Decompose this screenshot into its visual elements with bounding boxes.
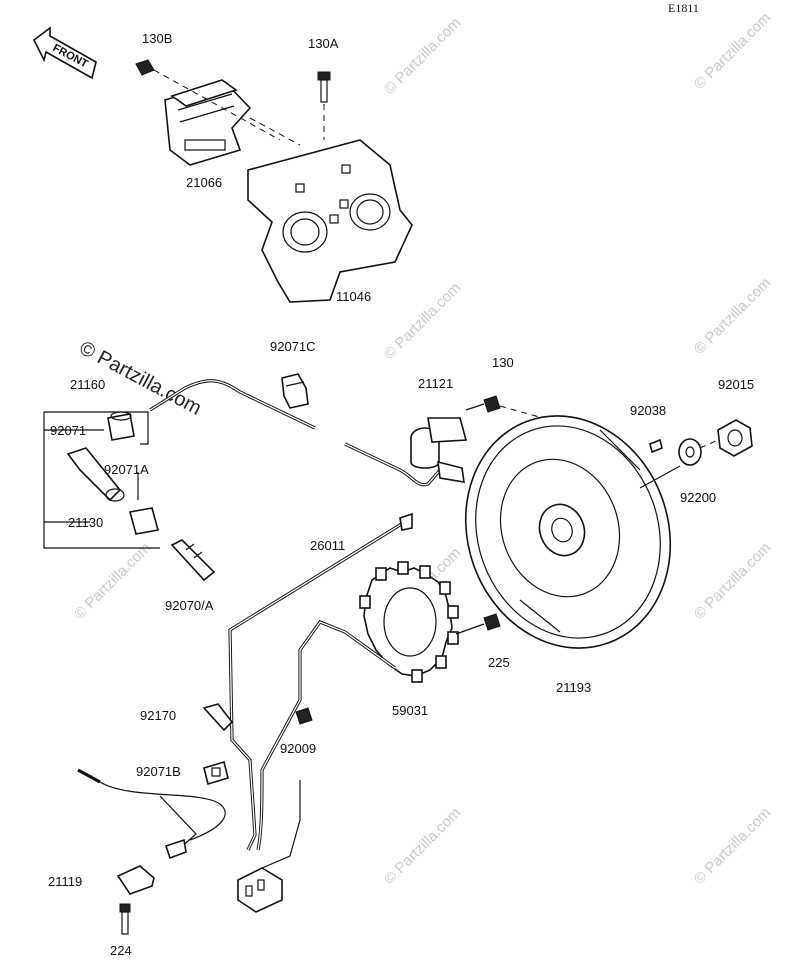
label-92009: 92009 xyxy=(280,741,316,756)
label-21160: 21160 xyxy=(70,377,105,392)
label-92071: 92071 xyxy=(50,423,86,438)
watermark: © Partzilla.com xyxy=(691,9,774,92)
label-130: 130 xyxy=(492,355,514,370)
front-arrow-icon: FRONT xyxy=(32,26,97,80)
label-224: 224 xyxy=(110,943,132,958)
label-92015: 92015 xyxy=(718,377,754,392)
label-26011: 26011 xyxy=(310,538,345,553)
label-92070a: 92070/A xyxy=(165,598,214,613)
bracket-11046 xyxy=(247,139,413,303)
label-21121: 21121 xyxy=(418,376,453,391)
watermark: © Partzilla.com xyxy=(691,274,774,357)
seal-92071a-icon xyxy=(128,507,160,535)
label-21066: 21066 xyxy=(186,175,222,190)
cap-92071-icon xyxy=(107,411,135,441)
plug-cap-21130-icon xyxy=(66,447,125,502)
ignition-coil-21121 xyxy=(410,417,468,483)
ht-lead-21160 xyxy=(149,379,442,487)
watermark: © Partzilla.com xyxy=(691,539,774,622)
diagram-code: E1811 xyxy=(668,1,699,15)
label-92071c: 92071C xyxy=(270,339,316,354)
label-225: 225 xyxy=(488,655,510,670)
bolt-225-icon xyxy=(455,613,501,635)
watermark: © Partzilla.com xyxy=(691,804,774,887)
label-11046: 11046 xyxy=(336,289,371,304)
label-92170: 92170 xyxy=(140,708,176,723)
watermark: © Partzilla.com xyxy=(381,14,464,97)
label-92200: 92200 xyxy=(680,490,716,505)
label-92071b: 92071B xyxy=(136,764,181,779)
spark-plug-icon xyxy=(170,539,216,582)
washer-92200-icon xyxy=(678,438,702,466)
label-21130: 21130 xyxy=(68,515,103,530)
label-59031: 59031 xyxy=(392,703,428,718)
sensor-21119 xyxy=(77,768,226,895)
nut-92015-icon xyxy=(717,419,753,457)
label-21193: 21193 xyxy=(556,680,591,695)
screw-224-icon xyxy=(119,903,131,935)
wire-harness-26011 xyxy=(228,512,413,851)
regulator-21066 xyxy=(164,79,252,166)
watermark: © Partzilla.com xyxy=(381,804,464,887)
label-92071a: 92071A xyxy=(104,462,149,477)
clamp-92170-icon xyxy=(202,703,234,732)
bolt-130b-icon xyxy=(135,59,155,76)
grommet-92071c-icon xyxy=(281,373,309,409)
bolt-130-icon xyxy=(465,395,501,413)
label-130b: 130B xyxy=(142,31,172,46)
group-bracket xyxy=(43,411,160,549)
key-92038-icon xyxy=(649,438,663,454)
screw-92009-icon xyxy=(295,707,313,725)
label-130a: 130A xyxy=(308,36,339,51)
flywheel-21193 xyxy=(464,415,672,649)
stator-59031 xyxy=(359,561,459,683)
watermark: © Partzilla.com xyxy=(381,279,464,362)
watermark: © Partzilla.com xyxy=(71,539,154,622)
grommet-92071b-icon xyxy=(203,760,229,786)
bolt-130a-icon xyxy=(317,71,331,103)
connector-icon xyxy=(237,867,283,913)
label-92038: 92038 xyxy=(630,403,666,418)
label-21119: 21119 xyxy=(48,874,82,889)
